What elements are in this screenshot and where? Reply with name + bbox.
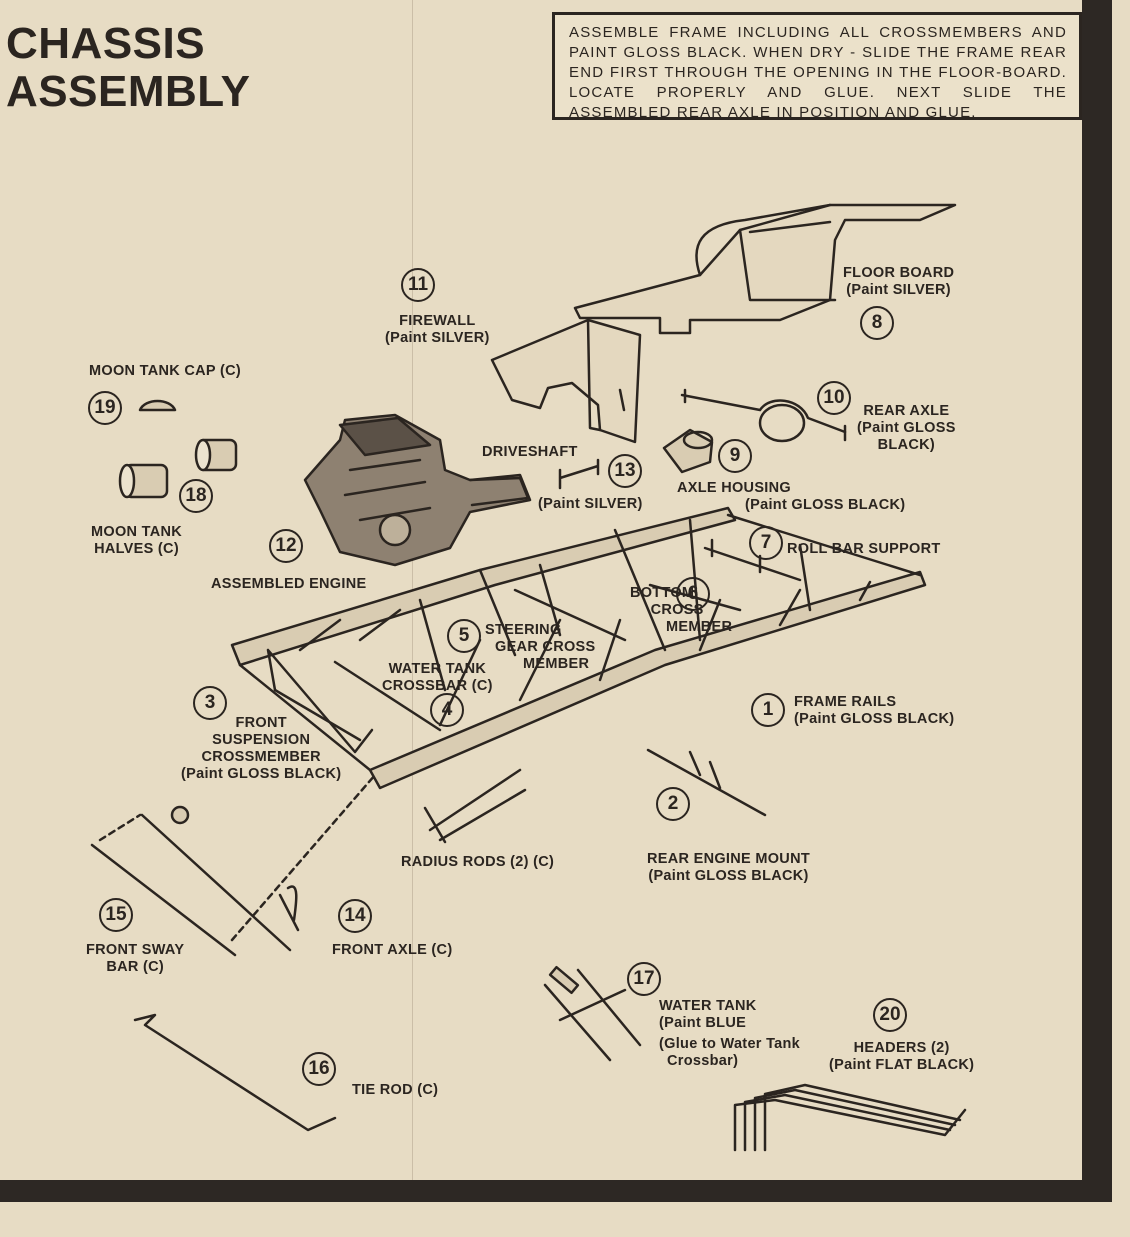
rear-axle-drawing xyxy=(680,388,847,443)
rear-engine-mount-drawing xyxy=(646,748,767,817)
part-number-12: 12 xyxy=(269,529,303,563)
part-label-moon-tank-cap: MOON TANK CAP (C) xyxy=(89,363,241,379)
part-number-19: 19 xyxy=(88,391,122,425)
frame-rails-drawing xyxy=(230,506,927,790)
part-label-floor-board: FLOOR BOARD(Paint SILVER) xyxy=(843,265,955,298)
part-number-10: 10 xyxy=(817,381,851,415)
part-label-radius-rods: RADIUS RODS (2) (C) xyxy=(401,854,555,870)
part-number-2: 2 xyxy=(656,787,690,821)
part-number-1: 1 xyxy=(751,693,785,727)
title-line-2: ASSEMBLY xyxy=(6,67,251,116)
part-number-9: 9 xyxy=(718,439,752,473)
part-label-frame-rails: FRAME RAILS(Paint GLOSS BLACK) xyxy=(794,694,955,727)
part-number-11: 11 xyxy=(401,268,435,302)
bottom-border-bar xyxy=(0,1180,1112,1202)
engine-drawing xyxy=(303,413,532,567)
page-title: CHASSIS ASSEMBLY xyxy=(6,20,250,116)
part-number-7: 7 xyxy=(749,526,783,560)
part-number-8: 8 xyxy=(860,306,894,340)
front-suspension-drawing xyxy=(266,648,374,754)
title-line-1: CHASSIS xyxy=(6,19,206,68)
part-label-front-axle: FRONT AXLE (C) xyxy=(332,942,453,958)
part-number-5: 5 xyxy=(447,619,481,653)
part-number-18: 18 xyxy=(179,479,213,513)
part-label-driveshaft: DRIVESHAFT(Paint SILVER) xyxy=(482,444,643,512)
water-tank-drawing xyxy=(543,965,642,1062)
water-tank-crossbar-drawing xyxy=(333,660,442,732)
part-label-tie-rod: TIE ROD (C) xyxy=(352,1082,439,1098)
firewall-drawing xyxy=(490,318,642,444)
steering-cross-member-drawing xyxy=(513,588,627,642)
part-number-3: 3 xyxy=(193,686,227,720)
part-number-13: 13 xyxy=(608,454,642,488)
part-number-16: 16 xyxy=(302,1052,336,1086)
front-sway-bar-drawing xyxy=(90,773,377,957)
part-number-20: 20 xyxy=(873,998,907,1032)
part-label-roll-bar-support: ROLL BAR SUPPORT xyxy=(787,541,941,557)
tie-rod-drawing xyxy=(133,1013,337,1132)
part-label-water-tank: WATER TANK(Paint BLUE(Glue to Water Tank… xyxy=(659,998,801,1069)
part-number-14: 14 xyxy=(338,899,372,933)
part-label-headers: HEADERS (2)(Paint FLAT BLACK) xyxy=(829,1040,975,1073)
part-label-firewall: FIREWALL(Paint SILVER) xyxy=(385,313,490,346)
part-label-assembled-engine: ASSEMBLED ENGINE xyxy=(211,576,367,592)
instructions-box: ASSEMBLE FRAME INCLUDING ALL CROSSMEMBER… xyxy=(552,12,1082,121)
part-number-17: 17 xyxy=(627,962,661,996)
part-label-rear-engine-mount: REAR ENGINE MOUNT(Paint GLOSS BLACK) xyxy=(647,851,810,884)
part-number-6: 6 xyxy=(676,577,710,611)
part-number-15: 15 xyxy=(99,898,133,932)
radius-rods-drawing xyxy=(423,768,527,844)
right-border-bar xyxy=(1082,0,1112,1190)
part-number-4: 4 xyxy=(430,693,464,727)
floor-board-drawing xyxy=(573,203,957,335)
moon-tank-drawing xyxy=(118,399,238,499)
headers-drawing xyxy=(733,1083,967,1152)
part-label-axle-housing: AXLE HOUSING(Paint GLOSS BLACK) xyxy=(677,480,906,513)
axle-housing-drawing xyxy=(662,428,714,474)
driveshaft-drawing xyxy=(558,458,600,490)
